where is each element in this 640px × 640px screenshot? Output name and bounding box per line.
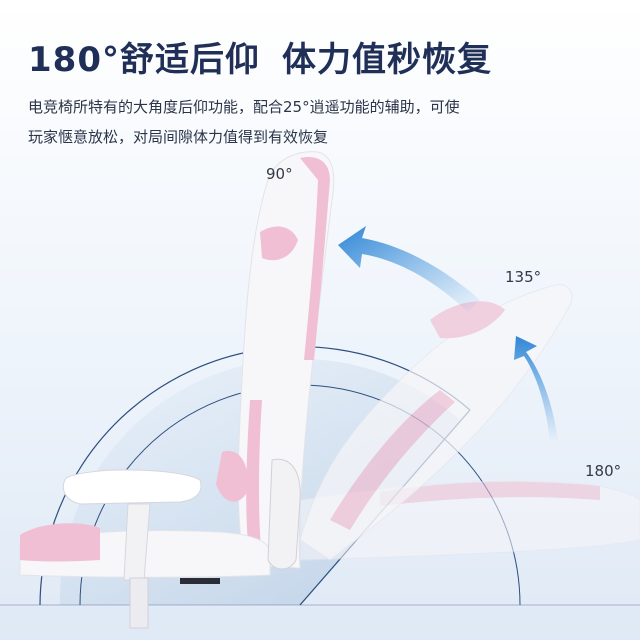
recline-mechanism bbox=[267, 458, 301, 570]
outer-arc bbox=[39, 346, 471, 606]
lumbar-pillow bbox=[216, 450, 248, 502]
headrest-pillow bbox=[260, 226, 298, 261]
angle-label-135: 135° bbox=[505, 268, 542, 286]
description-line-1: 电竞椅所特有的大角度后仰功能，配合25°逍遥功能的辅助，可使 bbox=[28, 98, 460, 116]
arrow-icon bbox=[514, 336, 558, 442]
chair-upright-90 bbox=[19, 151, 335, 629]
chair-mid-135 bbox=[299, 284, 573, 561]
headline-left: 180°舒适后仰 bbox=[28, 40, 260, 80]
angle-label-90: 90° bbox=[266, 165, 293, 183]
description-line-2: 玩家惬意放松，对局间隙体力值得到有效恢复 bbox=[28, 128, 329, 146]
headline: 180°舒适后仰体力值秒恢复 bbox=[28, 32, 492, 81]
recline-arrows bbox=[338, 226, 558, 442]
feature-description: 电竞椅所特有的大角度后仰功能，配合25°逍遥功能的辅助，可使 玩家惬意放松，对局… bbox=[28, 92, 588, 152]
arrow-icon bbox=[338, 226, 480, 312]
angle-label-180: 180° bbox=[585, 462, 622, 480]
headline-right: 体力值秒恢复 bbox=[281, 40, 492, 80]
